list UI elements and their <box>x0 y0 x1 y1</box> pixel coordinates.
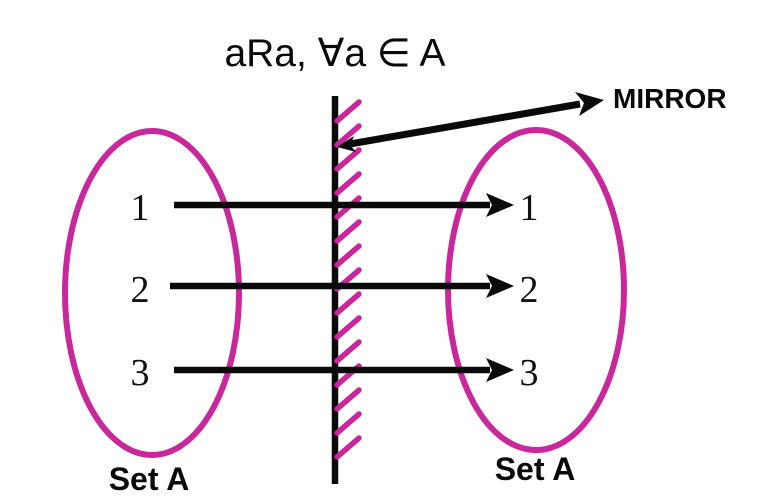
arrowhead-icon <box>486 193 514 217</box>
hatch-mark <box>334 219 362 244</box>
set-a-right-label: Set A <box>495 451 576 487</box>
hatch-mark <box>334 147 362 172</box>
hatch-mark <box>334 435 362 460</box>
left-element-3: 3 <box>131 352 150 394</box>
hatch-mark <box>334 99 362 124</box>
relation-arrows <box>170 193 514 382</box>
arrowhead-icon <box>575 92 604 116</box>
relation-arrow-2 <box>170 274 514 298</box>
hatch-mark <box>334 411 362 436</box>
hatch-mark <box>334 291 362 316</box>
hatch-mark <box>334 315 362 340</box>
set-a-left-ellipse <box>62 128 242 458</box>
hatch-mark <box>334 171 362 196</box>
arrowhead-icon <box>486 358 514 382</box>
right-element-3: 3 <box>520 352 539 394</box>
hatch-mark <box>334 123 362 148</box>
relation-formula-title: aRa, ∀a ∈ A <box>224 32 445 75</box>
hatch-mark <box>334 339 362 364</box>
hatch-mark <box>334 243 362 268</box>
set-a-right-ellipse <box>445 127 627 453</box>
right-element-1: 1 <box>520 187 539 229</box>
mirror-hatching <box>334 99 362 460</box>
hatch-mark <box>334 387 362 412</box>
set-a-left-label: Set A <box>109 461 190 497</box>
mirror-label: MIRROR <box>613 83 727 114</box>
small-arrowhead-icon <box>337 136 356 152</box>
relation-arrow-3 <box>174 358 514 382</box>
right-element-2: 2 <box>520 269 539 311</box>
left-element-1: 1 <box>131 187 150 229</box>
mirror-pointer-arrow <box>337 92 604 152</box>
arrowhead-icon <box>486 274 514 298</box>
arrow-shaft <box>349 100 581 148</box>
left-element-2: 2 <box>131 269 150 311</box>
relation-arrow-1 <box>174 193 514 217</box>
